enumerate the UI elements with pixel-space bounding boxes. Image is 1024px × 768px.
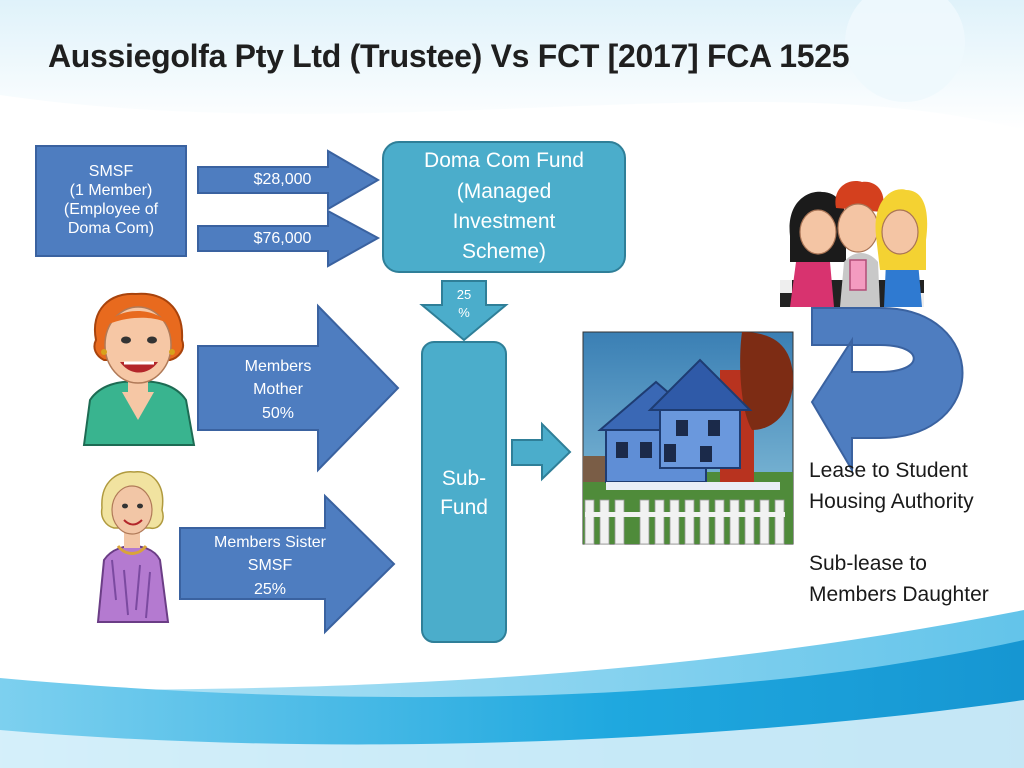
mother-line-2: Mother [253,381,303,399]
subfund-to-house-arrow [511,421,572,482]
contribution-76000-label: $76,000 [253,230,312,248]
mother-line-3: 50% [261,404,295,422]
sub-fund-label: Sub- Fund [424,460,504,526]
sub-fund-line-2: Fund [440,496,488,519]
lease-line-4: Members Daughter [809,583,989,606]
lease-line-3: Sub-lease to [809,552,927,575]
fund-share-line-2: % [458,305,470,320]
house-image [582,331,794,545]
doma-line-1: Doma Com Fund [424,149,584,173]
sister-label: Members Sister SMSF 25% [196,528,344,604]
lease-line-2: Housing Authority [809,490,974,513]
mother-label: Members Mother 50% [200,352,356,428]
sister-portrait-image [92,470,172,623]
smsf-line-1: SMSF [88,162,134,180]
sister-line-2: SMSF [247,557,293,575]
doma-line-2: (Managed [456,179,552,203]
smsf-label: SMSF (1 Member) (Employee of Doma Com) [36,150,186,250]
sub-fund-line-1: Sub- [441,466,487,490]
fund-share-down-arrow [419,280,509,342]
smsf-box [35,145,187,257]
doma-com-fund-box [382,141,626,273]
smsf-line-3: (Employee of [63,201,159,218]
contribution-28000-label: $28,000 [253,171,312,189]
doma-line-3: Investment [452,210,556,233]
smsf-line-2: (1 Member) [69,181,153,199]
mother-portrait-image [82,292,196,446]
lease-spacer [809,517,1024,548]
lease-return-arrow [810,307,964,474]
doma-line-4: Scheme) [461,240,547,264]
sister-line-1: Members Sister [213,534,327,552]
sister-line-3: 25% [253,580,287,598]
sister-contribution-arrow [179,493,396,635]
mother-line-1: Members [244,358,312,376]
fund-share-line-1: 25 [456,287,472,303]
mother-contribution-arrow [197,303,400,473]
sub-fund-box [421,341,507,643]
smsf-line-4: Doma Com) [67,220,155,238]
slide-title: Aussiegolfa Pty Ltd (Trustee) Vs FCT [20… [48,38,850,74]
contribution-arrow-76000 [197,209,381,268]
contribution-arrow-28000 [197,149,380,211]
lease-line-1: Lease to Student [809,459,968,482]
doma-com-fund-label: Doma Com Fund (Managed Investment Scheme… [390,146,618,268]
students-group-image [780,180,928,307]
lease-note: Lease to Student Housing Authority Sub-l… [809,455,1024,610]
fund-share-label: 25 % [438,284,490,324]
